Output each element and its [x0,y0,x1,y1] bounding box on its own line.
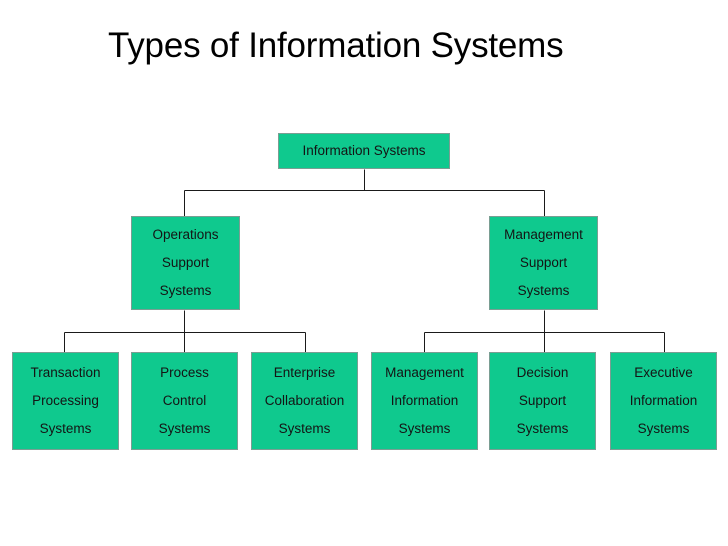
node-label-line: Information [390,393,459,408]
node-label-line: Systems [158,421,211,436]
node-executive-information-systems[interactable]: Executive Information Systems [610,352,717,450]
node-label-line: Information Systems [302,143,426,158]
page-title: Types of Information Systems [108,26,564,65]
node-label-line: Management [385,365,464,380]
node-label-line: Systems [398,421,451,436]
node-label-line: Transaction [30,365,101,380]
node-label-line: Systems [517,283,570,298]
node-label-line: Support [518,393,567,408]
node-label-line: Process [160,365,209,380]
node-label-line: Systems [637,421,690,436]
node-label-line: Management [504,227,583,242]
node-label-line: Support [519,255,568,270]
node-transaction-processing-systems[interactable]: Transaction Processing Systems [12,352,119,450]
node-label-line: Systems [278,421,331,436]
node-label-line: Executive [634,365,693,380]
node-label-line: Systems [39,421,92,436]
node-label-line: Information [629,393,698,408]
node-enterprise-collaboration-systems[interactable]: Enterprise Collaboration Systems [251,352,358,450]
node-management-support-systems[interactable]: Management Support Systems [489,216,598,310]
node-label-line: Support [161,255,210,270]
node-label-line: Systems [159,283,212,298]
node-label-line: Operations [152,227,219,242]
node-label-line: Control [162,393,207,408]
node-information-systems[interactable]: Information Systems [278,133,450,169]
node-label-line: Enterprise [273,365,336,380]
node-label-line: Collaboration [264,393,345,408]
node-label-line: Processing [32,393,99,408]
node-operations-support-systems[interactable]: Operations Support Systems [131,216,240,310]
node-label-line: Systems [516,421,569,436]
node-label-line: Decision [516,365,569,380]
node-management-information-systems[interactable]: Management Information Systems [371,352,478,450]
node-decision-support-systems[interactable]: Decision Support Systems [489,352,596,450]
node-process-control-systems[interactable]: Process Control Systems [131,352,238,450]
